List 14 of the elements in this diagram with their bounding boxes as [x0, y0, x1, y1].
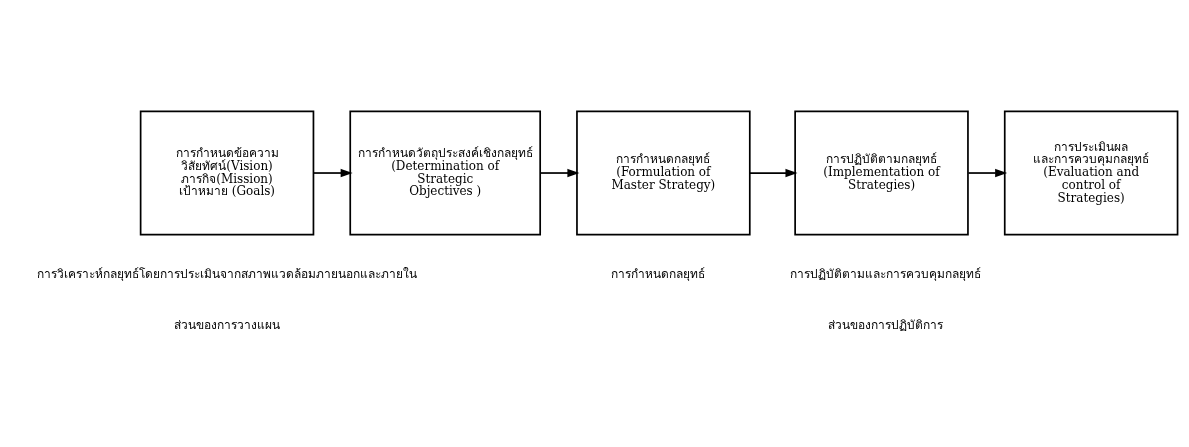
- label: การกำหนดกลยุทธ์: [611, 267, 706, 282]
- node-box: การกำหนดกลยุทธ์ (Formulation of Master Strategy): [576, 110, 751, 236]
- node-box: การปฏิบัติตามกลยุทธ์ (Implementation of Strategies): [794, 110, 969, 236]
- arrow: [749, 168, 798, 178]
- label: ส่วนของการวางแผน: [174, 317, 281, 332]
- node-box: การประเมินผล และการควบคุมกลยุทธ์ (Evaluation and control of Strategies): [1003, 110, 1179, 236]
- label: การปฏิบัติตามและการควบคุมกลยุทธ์: [790, 267, 982, 282]
- node-box: การกำหนดข้อความ วิสัยทัศน์(Vision) ภารกิจ(Mission) เป้าหมาย (Goals): [139, 110, 315, 236]
- label: การวิเคราะห์กลยุทธ์โดยการประเมินจากสภาพแวดล้อมภายนอกและภายใน: [37, 267, 418, 282]
- label: ส่วนของการปฏิบัติการ: [828, 317, 944, 332]
- arrow: [967, 168, 1008, 178]
- arrow: [539, 168, 580, 178]
- node-box: การกำหนดวัตถุประสงค์เชิงกลยุทธ์ (Determination of Strategic Objectives ): [349, 110, 542, 236]
- arrow: [312, 168, 353, 178]
